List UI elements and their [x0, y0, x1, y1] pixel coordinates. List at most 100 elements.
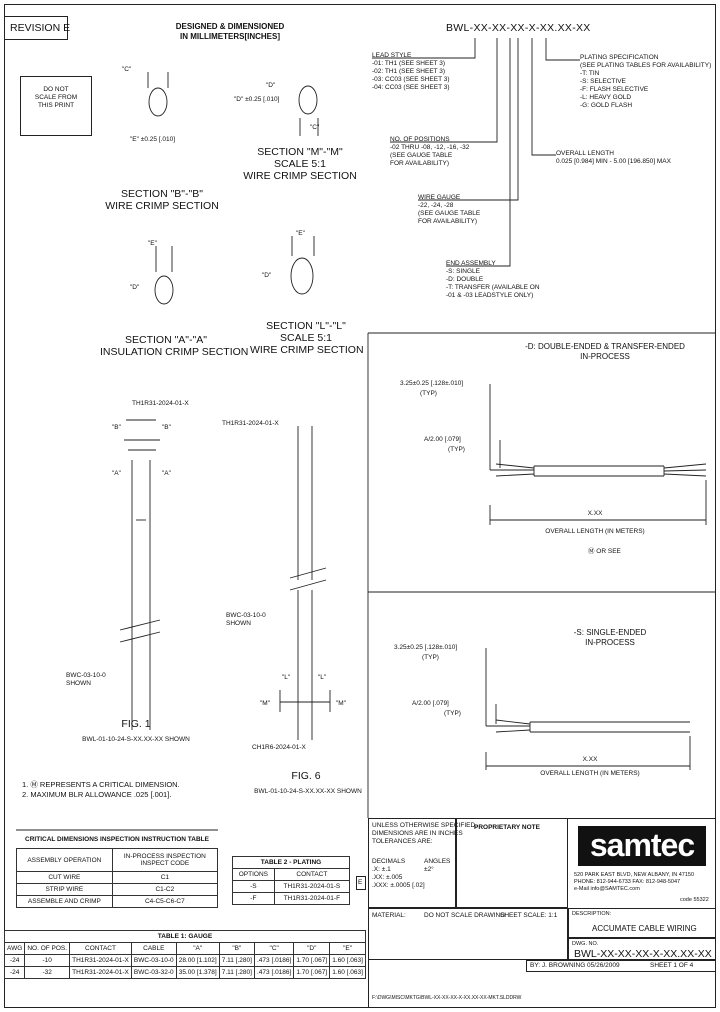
- fig1-cable-ref: BWC-03-10-0 SHOWN: [66, 672, 106, 687]
- se-strip-dim: 3.25±0.25 [.128±.010]: [394, 644, 458, 651]
- tolerance-header: UNLESS OTHERWISE SPECIFIED, DIMENSIONS A…: [372, 822, 477, 845]
- do-not-scale-box: [20, 76, 92, 136]
- drawn-by: BY: J. BROWNING 05/26/2009: [530, 962, 620, 969]
- revision-label: REVISION E: [10, 22, 71, 34]
- gauge-table-title: TABLE 1: GAUGE: [4, 930, 366, 943]
- se-strip-typ: (TYP): [422, 654, 439, 661]
- fig1-b-marker: "B": [112, 424, 121, 431]
- se-len-typ: (TYP): [444, 710, 461, 717]
- proprietary-box: [456, 818, 568, 908]
- fig6-bottom-ref: CH1R6-2024-01-X: [252, 744, 306, 751]
- part-number-pattern: BWL-XX-XX-XX-X-XX.XX-XX: [446, 22, 591, 34]
- desc-label: DESCRIPTION:: [572, 911, 612, 917]
- dim-d-label: "D": [266, 82, 276, 89]
- table-row: -24 -32 TH1R31-2024-01-X BWC-03-32-0 35.…: [3, 966, 366, 979]
- samtec-logo: samtec: [578, 826, 706, 866]
- plating-spec-callout: PLATING SPECIFICATION (SEE PLATING TABLE…: [580, 54, 712, 109]
- fig6-title: FIG. 6: [291, 770, 321, 782]
- fig1-b-marker-2: "B": [162, 424, 171, 431]
- dim-d-label-3: "D": [262, 272, 272, 279]
- dwg-box: [568, 938, 716, 960]
- sheet-number: SHEET 1 OF 4: [650, 962, 694, 969]
- fig1-contact-ref: TH1R31-2024-01-X: [132, 400, 189, 407]
- dwg-number: BWL-XX-XX-XX-X-XX.XX-XX: [574, 948, 712, 960]
- sec-d-note: "D" ±0.25 [.010]: [234, 96, 280, 103]
- sheet-scale: SHEET SCALE: 1:1: [500, 912, 558, 919]
- dim-c-label-2: "C": [310, 124, 320, 131]
- revision-box: [4, 16, 68, 40]
- critical-table-title: CRITICAL DIMENSIONS INSPECTION INSTRUCTI…: [25, 836, 209, 843]
- tolerance-box: [368, 818, 456, 908]
- material-label: MATERIAL:: [372, 912, 406, 919]
- description: ACCUMATE CABLE WIRING: [592, 924, 697, 933]
- fig6-m-marker-2: "M": [336, 700, 347, 707]
- plating-table: TABLE 2 - PLATING OPTIONS CONTACT -S TH1…: [232, 856, 351, 905]
- section-aa-label: SECTION "A"-"A" INSULATION CRIMP SECTION: [100, 334, 249, 358]
- gauge-table: TABLE 1: GAUGE AWG NO. OF POS. CONTACT C…: [3, 930, 366, 979]
- company-address: 520 PARK EAST BLVD, NEW ALBANY, IN 47150…: [574, 872, 695, 892]
- fig6-m-marker: "M": [260, 700, 271, 707]
- end-assembly-callout: END ASSEMBLY -S: SINGLE -D: DOUBLE -T: T…: [446, 260, 540, 299]
- dwg-label: DWG. NO.: [572, 941, 599, 947]
- de-strip-typ: (TYP): [420, 390, 437, 397]
- dim-d-label-2: "D": [130, 284, 140, 291]
- fig6-caption: BWL-01-10-24-S-XX.XX-XX SHOWN: [254, 788, 362, 795]
- de-note: Ⓜ OR SEE: [588, 548, 621, 555]
- dim-e-label-2: "E": [296, 230, 305, 237]
- section-ll-label: SECTION "L"-"L" SCALE 5:1 WIRE CRIMP SEC…: [250, 320, 364, 356]
- single-ended-title: -S: SINGLE-ENDED IN-PROCESS: [573, 628, 647, 647]
- fig1-title: FIG. 1: [121, 718, 151, 730]
- drawing-sheet: [4, 4, 716, 1008]
- do-not-scale-drawing: DO NOT SCALE DRAWING: [424, 912, 506, 919]
- de-len-dim: A/2.00 [.079]: [424, 436, 461, 443]
- fig1-a-marker: "A": [112, 470, 121, 477]
- de-strip-dim: 3.25±0.25 [.128±.010]: [400, 380, 464, 387]
- de-len-typ: (TYP): [448, 446, 465, 453]
- wire-gauge-callout: WIRE GAUGE -22, -24, -28 (SEE GAUGE TABL…: [418, 194, 481, 225]
- by-box: [526, 960, 716, 972]
- section-mm-label: SECTION "M"-"M" SCALE 5:1 WIRE CRIMP SEC…: [243, 146, 357, 182]
- header-title: DESIGNED & DIMENSIONED IN MILLIMETERS[IN…: [175, 22, 285, 41]
- file-path: F:\DWG\MISC\MKTG\BWL-XX-XX-XX-X-XX.XX-XX…: [372, 995, 522, 1001]
- critical-table: ASSEMBLY OPERATION IN-PROCESS INSPECTION…: [16, 848, 219, 908]
- lead-style-callout: LEAD STYLE -01: TH1 (SEE SHEET 3) -02: T…: [372, 52, 450, 91]
- positions-callout: NO. OF POSITIONS -02 THRU -08, -12, -16,…: [390, 136, 470, 167]
- table-row: -F TH1R31-2024-01-F: [232, 892, 351, 905]
- double-ended-title: -D: DOUBLE-ENDED & TRANSFER-ENDED IN-PRO…: [525, 342, 685, 361]
- tol-angle: ANGLES ±2°: [424, 858, 451, 873]
- fig1-a-marker-2: "A": [162, 470, 171, 477]
- fig6-l-marker: "L": [282, 674, 291, 681]
- do-not-scale-note: DO NOT SCALE FROM THIS PRINT: [34, 86, 78, 109]
- dim-c-label: "C": [122, 66, 132, 73]
- company-code: code 55322: [680, 897, 709, 903]
- sec-e-note: "E" ±0.25 [.010]: [130, 136, 176, 143]
- proprietary-note: PROPRIETARY NOTE: [474, 824, 540, 831]
- se-overall-label: OVERALL LENGTH (IN METERS): [540, 770, 640, 777]
- notes: 1. Ⓜ REPRESENTS A CRITICAL DIMENSION. 2.…: [22, 780, 180, 799]
- fig1-caption: BWL-01-10-24-S-XX.XX-XX SHOWN: [82, 736, 190, 743]
- fig6-contact-ref: TH1R31-2024-01-X: [222, 420, 279, 427]
- fig6-cable-ref: BWC-03-10-0 SHOWN: [226, 612, 266, 627]
- de-overall-label: OVERALL LENGTH (IN METERS): [545, 528, 645, 535]
- table-row: -S TH1R31-2024-01-S: [232, 880, 351, 893]
- desc-box: [568, 908, 716, 938]
- critical-header-operation: ASSEMBLY OPERATION: [16, 848, 113, 872]
- material-box: [368, 908, 568, 960]
- overall-length-callout: OVERALL LENGTH 0.025 [0.984] MIN - 5.00 …: [556, 150, 671, 165]
- plating-table-title: TABLE 2 - PLATING: [232, 856, 350, 869]
- table-row: ASSEMBLE AND CRIMP C4-C5-C6-C7: [16, 895, 219, 908]
- zone-marker-box: [356, 876, 366, 890]
- de-overall-value: X.XX: [587, 510, 603, 517]
- fig6-l-marker-2: "L": [318, 674, 327, 681]
- se-overall-value: X.XX: [582, 756, 598, 763]
- dim-e-label: "E": [148, 240, 157, 247]
- section-bb-label: SECTION "B"-"B" WIRE CRIMP SECTION: [105, 188, 219, 212]
- table-row: CUT WIRE C1: [16, 871, 219, 884]
- table-row: STRIP WIRE C1-C2: [16, 883, 219, 896]
- zone-marker: E: [358, 879, 363, 886]
- critical-header-inspection: IN-PROCESS INSPECTION INSPECT CODE: [111, 848, 219, 872]
- table-row: -24 -10 TH1R31-2024-01-X BWC-03-10-0 28.…: [3, 954, 366, 967]
- tol-decimal: DECIMALS .X: ±.1 .XX: ±.005 .XXX: ±.0005…: [372, 858, 425, 889]
- se-len-dim: A/2.00 [.079]: [412, 700, 449, 707]
